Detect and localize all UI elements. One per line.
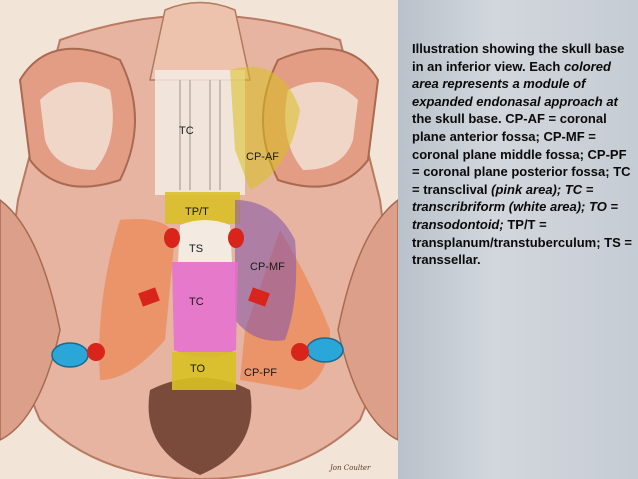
left-orbit-inner <box>40 82 113 170</box>
caption-part-2: colored area represents a module of expa… <box>412 58 618 109</box>
left-temporal-region <box>0 199 61 441</box>
artist-signature: Jon Coulter <box>328 464 371 472</box>
right-vessel-red <box>248 287 270 307</box>
label-tp-t: TP/T <box>185 206 209 218</box>
left-carotid-lower <box>87 343 105 361</box>
caption-part-4: (pink area); TC = transcribriform (white… <box>412 181 619 232</box>
left-carotid-red <box>164 228 180 248</box>
right-carotid-lower <box>291 343 309 361</box>
label-tc-lower: TC <box>189 296 204 308</box>
caption-panel <box>398 0 638 479</box>
yellow-area-tpt <box>165 192 240 224</box>
white-area <box>155 70 245 195</box>
caption-part-3: the skull base. CP-AF = coronal plane an… <box>412 111 631 197</box>
right-jugular-blue <box>306 337 344 363</box>
label-tc-upper: TC <box>179 125 194 137</box>
orange-area-left <box>99 219 175 380</box>
label-cp-af: CP-AF <box>246 151 279 163</box>
caption-part-1: Illustration showing the skull base in a… <box>412 41 625 74</box>
pink-area-tc <box>172 262 238 358</box>
left-jugular-blue <box>51 342 89 368</box>
label-ts: TS <box>189 243 203 255</box>
left-vessel-red <box>138 287 160 307</box>
label-cp-mf: CP-MF <box>250 261 285 273</box>
label-to: TO <box>190 363 206 375</box>
right-carotid-red <box>228 228 244 248</box>
right-temporal-region <box>337 199 398 441</box>
skull-base-illustration: TC CP-AF TP/T TS CP-MF TC TO CP-PF Jon C… <box>0 0 398 479</box>
cribriform-ridges <box>179 80 221 190</box>
white-area-ts <box>178 220 232 262</box>
purple-area-cp-mf <box>235 200 297 341</box>
right-orbit-inner <box>285 82 358 170</box>
skull-base-drawing: TC CP-AF TP/T TS CP-MF TC TO CP-PF Jon C… <box>0 0 398 479</box>
yellow-area-to <box>172 352 236 390</box>
yellow-area-cp-af <box>230 66 300 190</box>
caption-part-5: TP/T = transplanum/transtuberculum; TS =… <box>412 216 632 268</box>
foramen-magnum <box>148 377 252 475</box>
figure-caption: Illustration showing the skull base in a… <box>412 40 632 269</box>
label-cp-pf: CP-PF <box>244 367 277 379</box>
nasal-bone <box>149 1 251 81</box>
